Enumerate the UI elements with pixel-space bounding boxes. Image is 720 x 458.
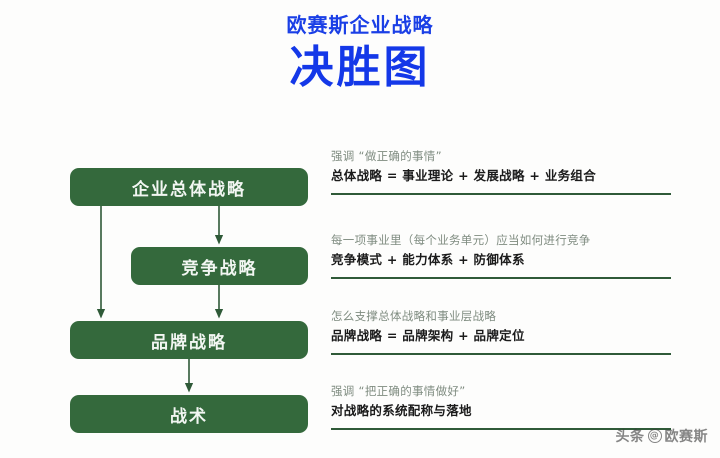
detail-divider (331, 193, 671, 195)
detail-formula: 总体战略 = 事业理论 + 发展战略 + 业务组合 (331, 168, 597, 184)
detail-column: 强调 “做正确的事情” 总体战略 = 事业理论 + 发展战略 + 业务组合 每一… (331, 0, 681, 458)
detail-formula: 品牌战略 = 品牌架构 + 品牌定位 (331, 328, 525, 344)
detail-subtitle: 怎么支撑总体战略和事业层战略 (331, 309, 497, 323)
flow-node-label: 竞争战略 (181, 258, 258, 279)
flow-node-brand-strategy[interactable]: 品牌战略 (70, 321, 308, 359)
detail-subtitle: 每一项事业里（每个业务单元）应当如何进行竞争 (331, 233, 591, 247)
flow-node-label: 企业总体战略 (132, 179, 246, 200)
flow-node-competitive-strategy[interactable]: 竞争战略 (131, 247, 308, 285)
at-sign-icon: @ (647, 429, 662, 443)
detail-formula: 对战略的系统配称与落地 (331, 403, 472, 419)
title-headline: 决胜图 (289, 42, 431, 93)
detail-block-overall-strategy: 强调 “做正确的事情” 总体战略 = 事业理论 + 发展战略 + 业务组合 (331, 148, 676, 195)
strategy-flow-chart: 企业总体战略 竞争战略 品牌战略 战术 (0, 0, 320, 458)
flow-node-label: 品牌战略 (151, 332, 227, 353)
detail-subtitle: 强调 “把正确的事情做好” (331, 384, 466, 398)
detail-block-competitive-strategy: 每一项事业里（每个业务单元）应当如何进行竞争 竞争模式 + 能力体系 + 防御体… (331, 232, 676, 279)
flow-node-overall-strategy[interactable]: 企业总体战略 (70, 168, 308, 206)
flow-node-tactics[interactable]: 战术 (70, 395, 308, 433)
flow-connectors (96, 206, 224, 393)
page-title: 欧赛斯企业战略 决胜图 (0, 14, 720, 92)
detail-divider (331, 277, 671, 279)
flow-node-label: 战术 (170, 406, 208, 427)
detail-subtitle: 强调 “做正确的事情” (331, 149, 442, 163)
watermark: 头条 @ 欧赛斯 (616, 426, 709, 446)
watermark-account: 欧赛斯 (664, 429, 708, 445)
detail-block-brand-strategy: 怎么支撑总体战略和事业层战略 品牌战略 = 品牌架构 + 品牌定位 (331, 308, 676, 355)
title-subtitle: 欧赛斯企业战略 (286, 13, 434, 37)
detail-divider (331, 428, 671, 430)
detail-divider (331, 353, 671, 355)
watermark-platform: 头条 (615, 429, 645, 445)
detail-block-tactics: 强调 “把正确的事情做好” 对战略的系统配称与落地 (331, 383, 676, 430)
detail-formula: 竞争模式 + 能力体系 + 防御体系 (331, 252, 525, 268)
